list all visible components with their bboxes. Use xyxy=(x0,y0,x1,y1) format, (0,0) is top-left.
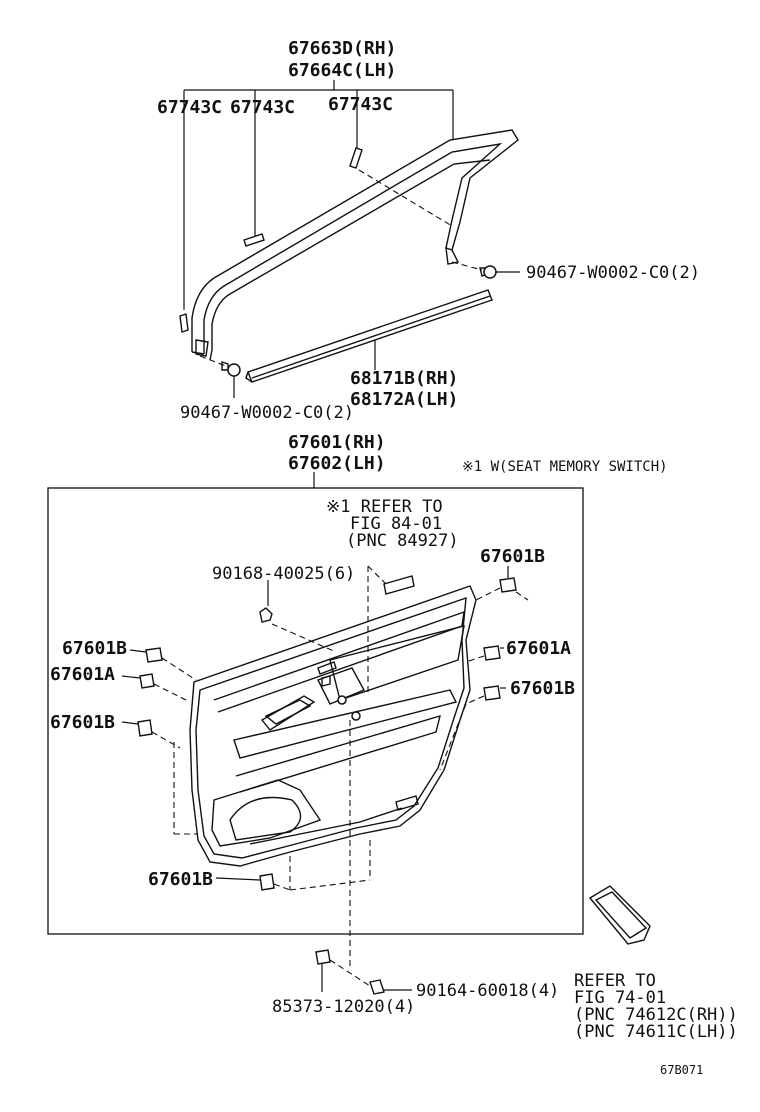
label-screw-top-right: 90467-W0002-C0(2) xyxy=(526,263,700,283)
panel-fasteners xyxy=(121,566,529,891)
label-screw-90168: 90168-40025(6) xyxy=(212,564,355,584)
label-part-85373: 85373-12020(4) xyxy=(272,997,415,1017)
label-clip-a-right: 67601A xyxy=(506,638,571,659)
label-screw-top-left: 90467-W0002-C0(2) xyxy=(180,403,354,423)
label-clip-b-bottom: 67601B xyxy=(148,869,213,890)
label-refer-74-line3: (PNC 74612C(RH)) xyxy=(574,1005,738,1025)
moulding-leader-lines xyxy=(183,80,454,310)
label-clip-b: 67743C xyxy=(230,97,295,118)
label-seat-memory-note: ※1 W(SEAT MEMORY SWITCH) xyxy=(462,459,668,475)
label-clip-a: 67743C xyxy=(157,97,222,118)
panel-frame-box xyxy=(47,487,584,935)
label-moulding-lh: 67664C(LH) xyxy=(288,60,396,81)
screw-90467-right xyxy=(479,265,520,279)
label-refer-84-line1: ※1 REFER TO xyxy=(326,497,443,517)
label-clip-a-left: 67601A xyxy=(50,664,115,685)
label-screw-90164: 90164-60018(4) xyxy=(416,981,559,1001)
window-frame-moulding xyxy=(191,129,519,361)
moulding-dashed-leaders xyxy=(199,169,483,367)
label-clip-b-right: 67601B xyxy=(510,678,575,699)
label-moulding-rh: 67663D(RH) xyxy=(288,38,396,59)
label-clip-c: 67743C xyxy=(328,94,393,115)
label-panel-rh: 67601(RH) xyxy=(288,432,386,453)
label-clip-b-left-1: 67601B xyxy=(62,638,127,659)
label-refer-84-line3: (PNC 84927) xyxy=(346,531,459,551)
label-panel-lh: 67602(LH) xyxy=(288,453,386,474)
label-weatherstrip-rh: 68171B(RH) xyxy=(350,368,458,389)
switch-bezel-ref xyxy=(317,565,415,692)
door-trim-panel xyxy=(189,585,477,867)
label-refer-74-line1: REFER TO xyxy=(574,971,656,991)
screw-90467-left xyxy=(221,361,241,398)
moulding-clips xyxy=(179,147,363,333)
label-refer-84-line2: FIG 84-01 xyxy=(350,514,442,534)
label-refer-74-line4: (PNC 74611C(LH)) xyxy=(574,1022,738,1042)
label-weatherstrip-lh: 68172A(LH) xyxy=(350,389,458,410)
scuff-plate-part xyxy=(588,885,651,945)
label-refer-74-line2: FIG 74-01 xyxy=(574,988,666,1008)
label-clip-b-left-2: 67601B xyxy=(50,712,115,733)
belt-weatherstrip xyxy=(245,289,493,383)
lower-fasteners xyxy=(315,720,412,995)
diagram-code: 67B071 xyxy=(660,1063,703,1077)
label-clip-b-top-right: 67601B xyxy=(480,546,545,567)
